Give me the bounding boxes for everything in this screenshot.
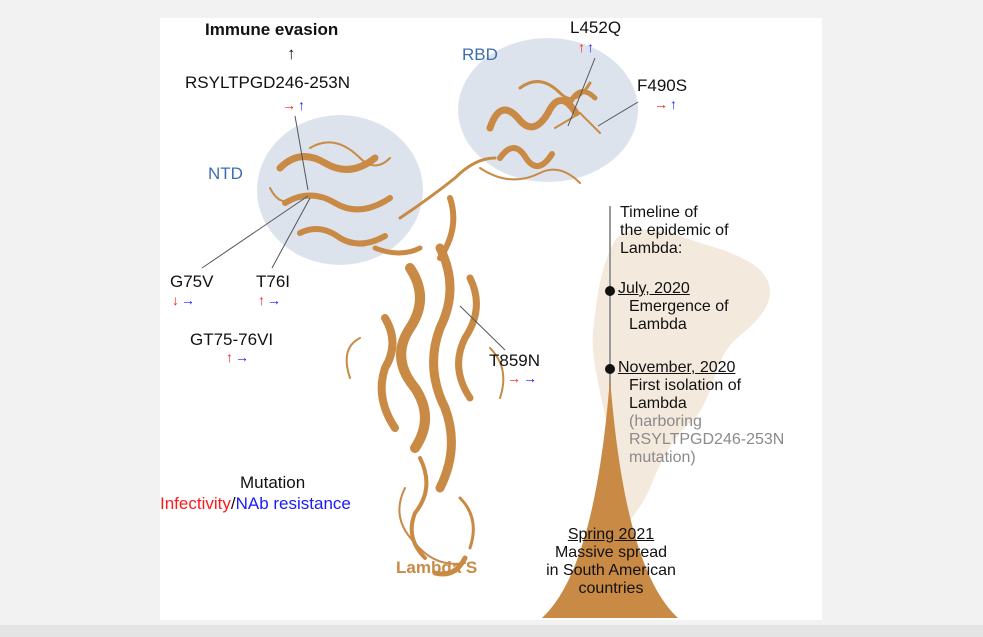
event-date: Spring 2021 xyxy=(567,526,655,543)
event-text: Lambda xyxy=(629,316,687,333)
nab-arrow-icon: ↑ xyxy=(587,39,596,55)
leader-rsyltpgd xyxy=(294,115,309,191)
timeline-event-july-2020: July, 2020 Emergence of Lambda xyxy=(618,280,729,334)
nab-arrow-icon: → xyxy=(181,292,197,308)
leader-l452q xyxy=(567,57,596,127)
nab-arrow-icon: → xyxy=(235,349,251,365)
rsyltpgd-arrows: →↑ xyxy=(282,97,307,113)
infectivity-arrow-icon: ↑ xyxy=(226,349,235,365)
south-america-map xyxy=(592,229,770,543)
infectivity-arrow-icon: → xyxy=(654,96,670,112)
event-note: mutation) xyxy=(629,449,696,466)
event-text: Emergence of xyxy=(629,298,729,315)
rsyltpgd-label: RSYLTPGD246-253N xyxy=(185,73,351,92)
t76i-arrows: ↑→ xyxy=(258,292,283,308)
gt75-label: GT75-76VI xyxy=(190,330,274,349)
g75v-label: G75V xyxy=(170,272,214,291)
protein-structure-illustration xyxy=(269,80,601,577)
immune-evasion-arrow-icon: ↑ xyxy=(287,44,296,63)
event-date: July, 2020 xyxy=(618,280,690,297)
leader-t859n xyxy=(459,305,506,351)
lambda-s-label: Lambda S xyxy=(396,558,478,577)
timeline-dot-november xyxy=(605,364,615,374)
event-text: First isolation of xyxy=(629,377,742,394)
bottom-bar xyxy=(0,625,983,637)
leader-f490s xyxy=(597,101,639,127)
leader-lines xyxy=(201,57,639,351)
ntd-ellipse xyxy=(257,115,423,265)
nab-arrow-icon: ↑ xyxy=(298,97,307,113)
infectivity-arrow-icon: → xyxy=(507,370,523,386)
event-text: Lambda xyxy=(629,395,687,412)
event-text: Massive spread xyxy=(554,544,668,561)
event-text: countries xyxy=(578,580,644,597)
timeline-title: Timeline of the epidemic of Lambda: xyxy=(620,204,729,258)
f490s-arrows: →↑ xyxy=(654,96,679,112)
event-note: RSYLTPGD246-253N xyxy=(629,431,785,448)
l452q-label: L452Q xyxy=(570,18,622,37)
leader-t76i xyxy=(271,197,311,269)
leader-g75v xyxy=(201,195,309,269)
ntd-label: NTD xyxy=(208,164,243,183)
event-text: in South American xyxy=(546,562,676,579)
infectivity-arrow-icon: ↑ xyxy=(258,292,267,308)
infectivity-arrow-icon: ↓ xyxy=(172,292,181,308)
legend: Infectivity/NAb resistance xyxy=(160,494,351,514)
timeline-cone xyxy=(542,378,678,618)
nab-arrow-icon: ↑ xyxy=(670,96,679,112)
timeline-event-spring-2021: Spring 2021 Massive spread in South Amer… xyxy=(545,526,677,598)
t859n-arrows: →→ xyxy=(507,370,539,386)
l452q-arrows: ↑↑ xyxy=(578,39,596,55)
f490s-label: F490S xyxy=(637,76,688,95)
t76i-label: T76I xyxy=(256,272,291,291)
legend-nab-resistance: NAb resistance xyxy=(235,494,351,513)
infectivity-arrow-icon: ↑ xyxy=(578,39,587,55)
legend-infectivity: Infectivity xyxy=(160,494,231,513)
gt75-arrows: ↑→ xyxy=(226,349,251,365)
event-date: November, 2020 xyxy=(618,359,736,376)
nab-arrow-icon: → xyxy=(523,370,539,386)
event-note: (harboring xyxy=(629,413,702,430)
timeline-dot-july xyxy=(605,286,615,296)
legend-mutation: Mutation xyxy=(240,473,306,492)
figure-panel: Immune evasion ↑ RSYLTPGD246-253N →↑ NTD… xyxy=(160,18,822,620)
timeline-title-line: Lambda: xyxy=(620,240,683,257)
timeline-event-november-2020: November, 2020 First isolation of Lambda… xyxy=(618,359,784,467)
t859n-label: T859N xyxy=(489,351,541,370)
timeline-title-line: Timeline of xyxy=(620,204,698,221)
legend-slash: / xyxy=(230,494,236,513)
infectivity-arrow-icon: → xyxy=(282,97,298,113)
immune-evasion-label: Immune evasion xyxy=(205,20,339,39)
nab-arrow-icon: → xyxy=(267,292,283,308)
rbd-label: RBD xyxy=(462,45,498,64)
timeline-title-line: the epidemic of xyxy=(620,222,729,239)
g75v-arrows: ↓→ xyxy=(172,292,197,308)
figure-graphics xyxy=(201,38,770,618)
